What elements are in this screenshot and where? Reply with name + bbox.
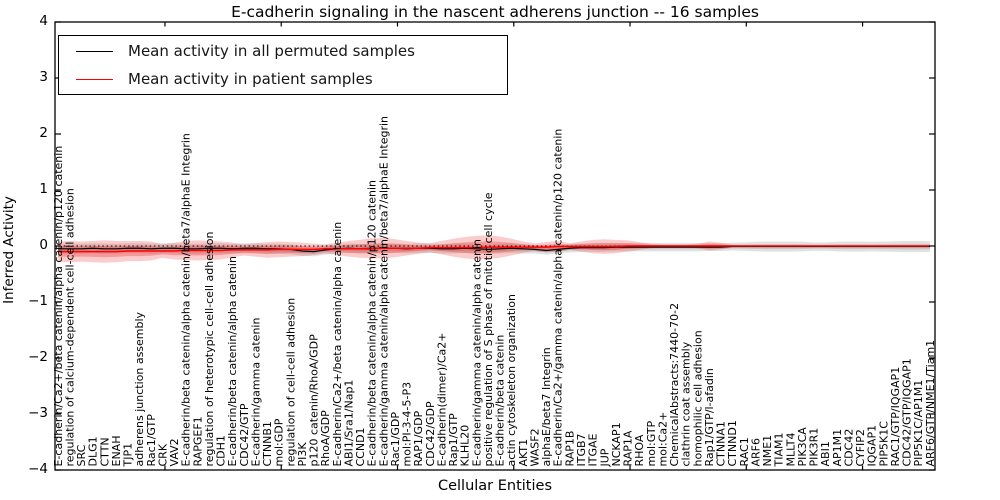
x-tick-label: E-cadherin/gamma catenin (250, 318, 263, 467)
x-tick-label: PIK3CA (796, 427, 809, 467)
x-tick-label: positive regulation of S phase of mitoti… (482, 192, 495, 466)
x-tick-label: CTTN (98, 437, 111, 466)
x-tick-label: RAC1/GTP/IQGAP1 (889, 367, 902, 467)
legend: Mean activity in all permuted samples Me… (58, 35, 508, 95)
x-tick-label: adherens junction assembly (133, 311, 146, 466)
y-tick-label: 0 (39, 237, 48, 253)
y-tick-label: 4 (39, 13, 48, 29)
x-tick-label: PI3K (296, 442, 309, 467)
x-tick-label: ABI1 (819, 441, 832, 466)
x-tick-label: AP1M1 (831, 429, 844, 467)
x-tick-label: E-cadherin/beta catenin/alpha catenin/p1… (366, 180, 379, 466)
x-tick-label: AKT1 (517, 439, 530, 467)
x-tick-label: regulation of calcium-dependent cell-cel… (63, 188, 76, 466)
x-tick-label: Rac1/GDP (389, 412, 402, 467)
x-tick-label: p120 catenin/RhoA/GDP (308, 334, 321, 467)
x-tick-label: RAP1A (622, 430, 635, 466)
x-tick-label: homophilic cell adhesion (691, 330, 704, 466)
x-tick-label: ENAH (110, 436, 123, 467)
x-tick-label: E-cadherin/Ca2+/gamma catenin/alpha cate… (552, 129, 565, 467)
patient-mean-line (58, 245, 930, 253)
x-tick-label: ARF6 (749, 438, 762, 467)
x-tick-label: CTNND1 (726, 420, 739, 466)
x-tick-label: regulation of cell-cell adhesion (284, 298, 297, 467)
x-tick-label: actin cytoskeleton organization (505, 294, 518, 466)
x-tick-label: NCKAP1 (610, 422, 623, 466)
y-tick-label: −2 (28, 349, 48, 365)
x-tick-label: E-cadherin/gamma catenin/alpha catenin (470, 239, 483, 467)
x-tick-label: TIAM1 (773, 433, 786, 468)
x-tick-label: E-cadherin/beta catenin/alpha catenin/be… (180, 133, 193, 466)
x-tick-label: E-cadherin(dimer)/Ca2+ (436, 333, 449, 467)
x-tick-label: PIP5K1C (877, 421, 890, 467)
x-tick-label: SRC (75, 444, 88, 466)
y-tick-label: −3 (28, 405, 48, 421)
x-tick-label: mol:GDP (273, 418, 286, 466)
y-tick-label: 2 (39, 125, 48, 141)
x-tick-label: CTNNB1 (261, 421, 274, 466)
x-tick-label: mol:PI-3-4-5-P3 (401, 382, 414, 467)
x-tick-label: PIK3R1 (808, 428, 821, 467)
x-tick-label: mol:Ca2+ (656, 412, 669, 467)
x-tick-label: alphaE/beta7 Integrin (540, 347, 553, 466)
x-tick-label: CDC42/GTP (238, 403, 251, 466)
x-tick-label: mol:GTP (645, 420, 658, 466)
y-tick-label: −1 (28, 293, 48, 309)
y-tick-label: 1 (39, 181, 48, 197)
x-tick-label: clathrin coat assembly (680, 341, 693, 466)
x-tick-label: CDC42 (842, 429, 855, 467)
x-tick-label: CDC42/GDP (424, 401, 437, 467)
x-tick-label: Rap1/GTP/l-afadin (703, 368, 716, 466)
x-tick-label: PIP5K1C/AP1M1 (912, 380, 925, 467)
x-tick-label: WASF2 (529, 428, 542, 466)
x-tick-label: KLHL20 (459, 425, 472, 467)
red-line-swatch (76, 78, 113, 80)
legend-item-patient: Mean activity in patient samples (59, 66, 507, 92)
x-tick-label: RAP1B (563, 431, 576, 467)
y-tick-label: −4 (28, 461, 48, 477)
x-tick-label: RAPGEF1 (191, 416, 204, 466)
x-tick-label: TJP1 (122, 443, 135, 468)
x-tick-label: RHOA (633, 434, 646, 466)
x-tick-label: ChemicalAbstracts:7440-70-2 (668, 303, 681, 467)
chart-title: E-cadherin signaling in the nascent adhe… (231, 3, 759, 21)
black-line-swatch (76, 50, 113, 52)
x-tick-label: RhoA/GDP (319, 410, 332, 467)
x-tick-label: E-cadherin/beta catenin/alpha catenin (226, 256, 239, 466)
x-tick-label: CYFIP2 (854, 429, 867, 466)
x-tick-label: IQGAP1 (866, 425, 879, 467)
x-tick-label: RAC1 (738, 437, 751, 466)
x-tick-label: E-cadherin/gamma catenin/alpha catenin/b… (377, 116, 390, 467)
legend-item-permuted: Mean activity in all permuted samples (59, 38, 507, 64)
x-tick-label: CDC42/GTP/IQGAP1 (901, 358, 914, 466)
x-tick-label: regulation of heterotypic cell-cell adhe… (203, 231, 216, 466)
y-tick-label: 3 (39, 69, 48, 85)
x-tick-label: VAV2 (168, 438, 181, 466)
x-tick-label: CTNNA1 (715, 421, 728, 466)
x-tick-label: CRK (156, 443, 169, 466)
x-tick-label: DLG1 (87, 436, 100, 466)
x-tick-label: Rac1/GTP (145, 414, 158, 467)
x-tick-label: RAP1/GDP (412, 410, 425, 466)
legend-label-patient: Mean activity in patient samples (128, 70, 373, 88)
x-tick-label: CDH1 (215, 435, 228, 466)
x-tick-label: ARF6/GTP/NME1/Tiam1 (924, 340, 937, 467)
x-axis-label: Cellular Entities (437, 478, 553, 494)
legend-label-permuted: Mean activity in all permuted samples (128, 42, 415, 60)
x-tick-label: E-cadherin/Ca2+/beta catenin/alpha caten… (331, 222, 344, 467)
x-tick-label: JUP (598, 448, 611, 467)
x-tick-label: NME1 (761, 435, 774, 467)
x-tick-label: Rap1/GTP (447, 413, 460, 467)
x-tick-label: ITGB7 (575, 433, 588, 466)
x-tick-label: MLLT4 (784, 433, 797, 467)
x-tick-label: E-cadherin/beta catenin (494, 335, 507, 467)
x-tick-label: CCND1 (354, 427, 367, 466)
x-tick-label: ITGAE (587, 433, 600, 466)
x-tick-label: ABI1/Sra1/Nap1 (343, 380, 356, 467)
